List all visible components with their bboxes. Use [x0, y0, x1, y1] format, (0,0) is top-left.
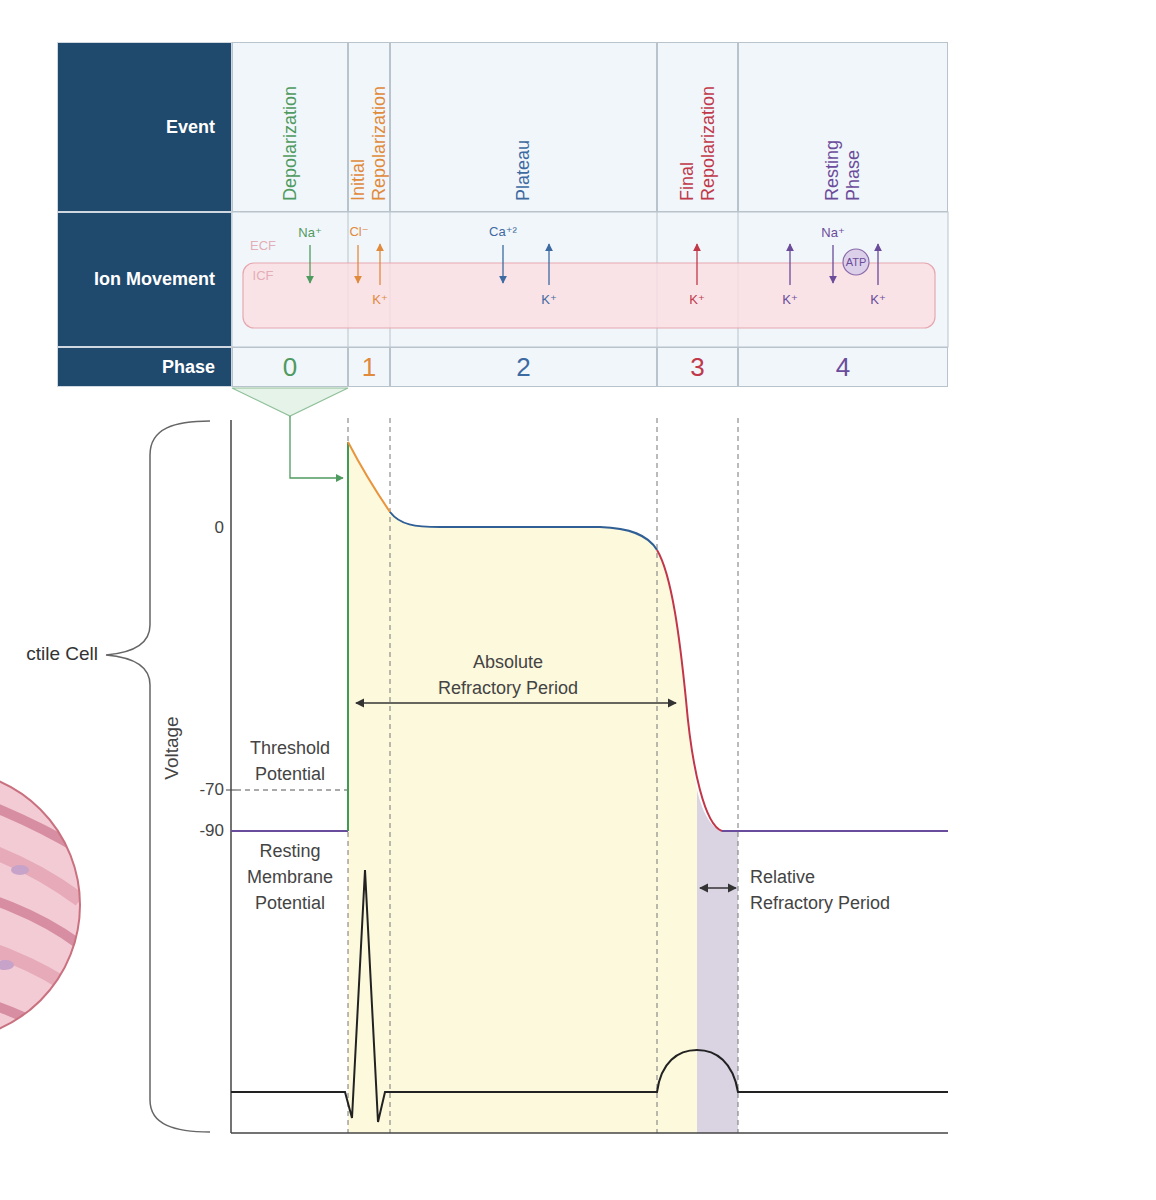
phase-boundary [657, 418, 658, 1133]
phase-cell: 1 [348, 347, 390, 387]
event-label: Initial Repolarization [348, 69, 389, 201]
event-label: Depolarization [280, 86, 301, 201]
event-label: Resting Phase [822, 121, 863, 201]
phase-cell: 0 [232, 347, 348, 387]
event-cell: Plateau [390, 42, 657, 212]
muscle-fiber [0, 985, 80, 1050]
y-axis [230, 420, 232, 1133]
ion-label: K⁺ [689, 291, 705, 310]
phase-boundary [738, 418, 739, 1133]
annotation: Absolute Refractory Period [433, 649, 583, 701]
ion-arrow [379, 244, 380, 285]
ion-label: Na⁺ [298, 224, 321, 243]
atp-pump: ATP [842, 248, 870, 276]
event-cell: Initial Repolarization [348, 42, 390, 212]
threshold-line [236, 790, 348, 791]
brace [106, 421, 210, 1132]
annotation: Resting Membrane Potential [240, 838, 340, 916]
phase-number: 0 [283, 352, 297, 383]
ion-arrow [309, 245, 310, 283]
header-cell: Ion Movement [57, 212, 232, 347]
phase-boundary [390, 418, 391, 1133]
header-label: Phase [162, 357, 215, 378]
atp-label: ATP [846, 256, 867, 268]
axis-value: -70 [199, 778, 224, 803]
final-repolarization-curve [657, 550, 722, 831]
plateau-curve [390, 512, 657, 550]
event-cell: Depolarization [232, 42, 348, 212]
resting-curve [231, 830, 348, 832]
ion-label: K⁺ [870, 291, 886, 310]
event-cell: Final Repolarization [657, 42, 738, 212]
ion-label: K⁺ [372, 291, 388, 310]
muscle-illustration [0, 770, 80, 1050]
annotation: ctile Cell [26, 640, 98, 668]
table-row [232, 212, 948, 347]
header-label: Ion Movement [94, 269, 215, 290]
phase-cell: 4 [738, 347, 948, 387]
ion-arrow [696, 244, 697, 285]
ion-label: K⁺ [541, 291, 557, 310]
muscle-fiber [0, 780, 80, 850]
ion-label: Na⁺ [821, 224, 844, 243]
ion-arrow [357, 245, 358, 283]
event-cell: Resting Phase [738, 42, 948, 212]
ion-arrow [832, 245, 833, 283]
phase-cell: 2 [390, 347, 657, 387]
phase-number: 4 [836, 352, 850, 383]
ion-arrow [789, 244, 790, 285]
relative-refractory-region [697, 790, 738, 1133]
ion-label: Ca⁺² [489, 223, 517, 242]
ion-label: ICF [253, 267, 274, 286]
x-axis [231, 1132, 948, 1134]
pointer-line [290, 416, 343, 478]
header-cell: Event [57, 42, 232, 212]
absolute-refractory-region [348, 444, 697, 1133]
phase-boundary [348, 418, 349, 1133]
event-label: Plateau [513, 140, 534, 201]
ion-arrow [548, 244, 549, 285]
pointer-funnel [232, 388, 348, 416]
muscle-fiber [0, 880, 80, 945]
refractory-arrow [356, 702, 676, 703]
illustration-outline [0, 770, 80, 1040]
phase-number: 1 [362, 352, 376, 383]
event-label: Final Repolarization [677, 69, 718, 201]
axis-title: Voltage [158, 716, 186, 779]
muscle-fiber [0, 830, 80, 900]
header-cell: Phase [57, 347, 232, 387]
annotation: Threshold Potential [228, 735, 353, 787]
header-label: Event [166, 117, 215, 138]
annotation: Relative Refractory Period [750, 864, 900, 916]
axis-value: 0 [215, 516, 224, 541]
phase-cell: 3 [657, 347, 738, 387]
axis-value: -90 [199, 819, 224, 844]
atp-circle [843, 249, 869, 275]
ion-label: K⁺ [782, 291, 798, 310]
depolarization-curve [347, 442, 349, 831]
ion-label: ECF [250, 237, 276, 256]
initial-repolarization-curve [348, 442, 390, 512]
phase-number: 3 [690, 352, 704, 383]
muscle-tissue [0, 770, 80, 1040]
phase-number: 2 [516, 352, 530, 383]
ion-arrow [502, 245, 503, 283]
refractory-arrow [700, 887, 736, 888]
cell-nucleus [0, 960, 14, 970]
axis-tick [226, 790, 236, 791]
resting-curve [722, 830, 948, 832]
ion-arrow [877, 244, 878, 285]
cell-nucleus [11, 865, 29, 875]
cell-membrane-band [243, 263, 935, 328]
ion-label: Cl⁻ [349, 223, 368, 242]
